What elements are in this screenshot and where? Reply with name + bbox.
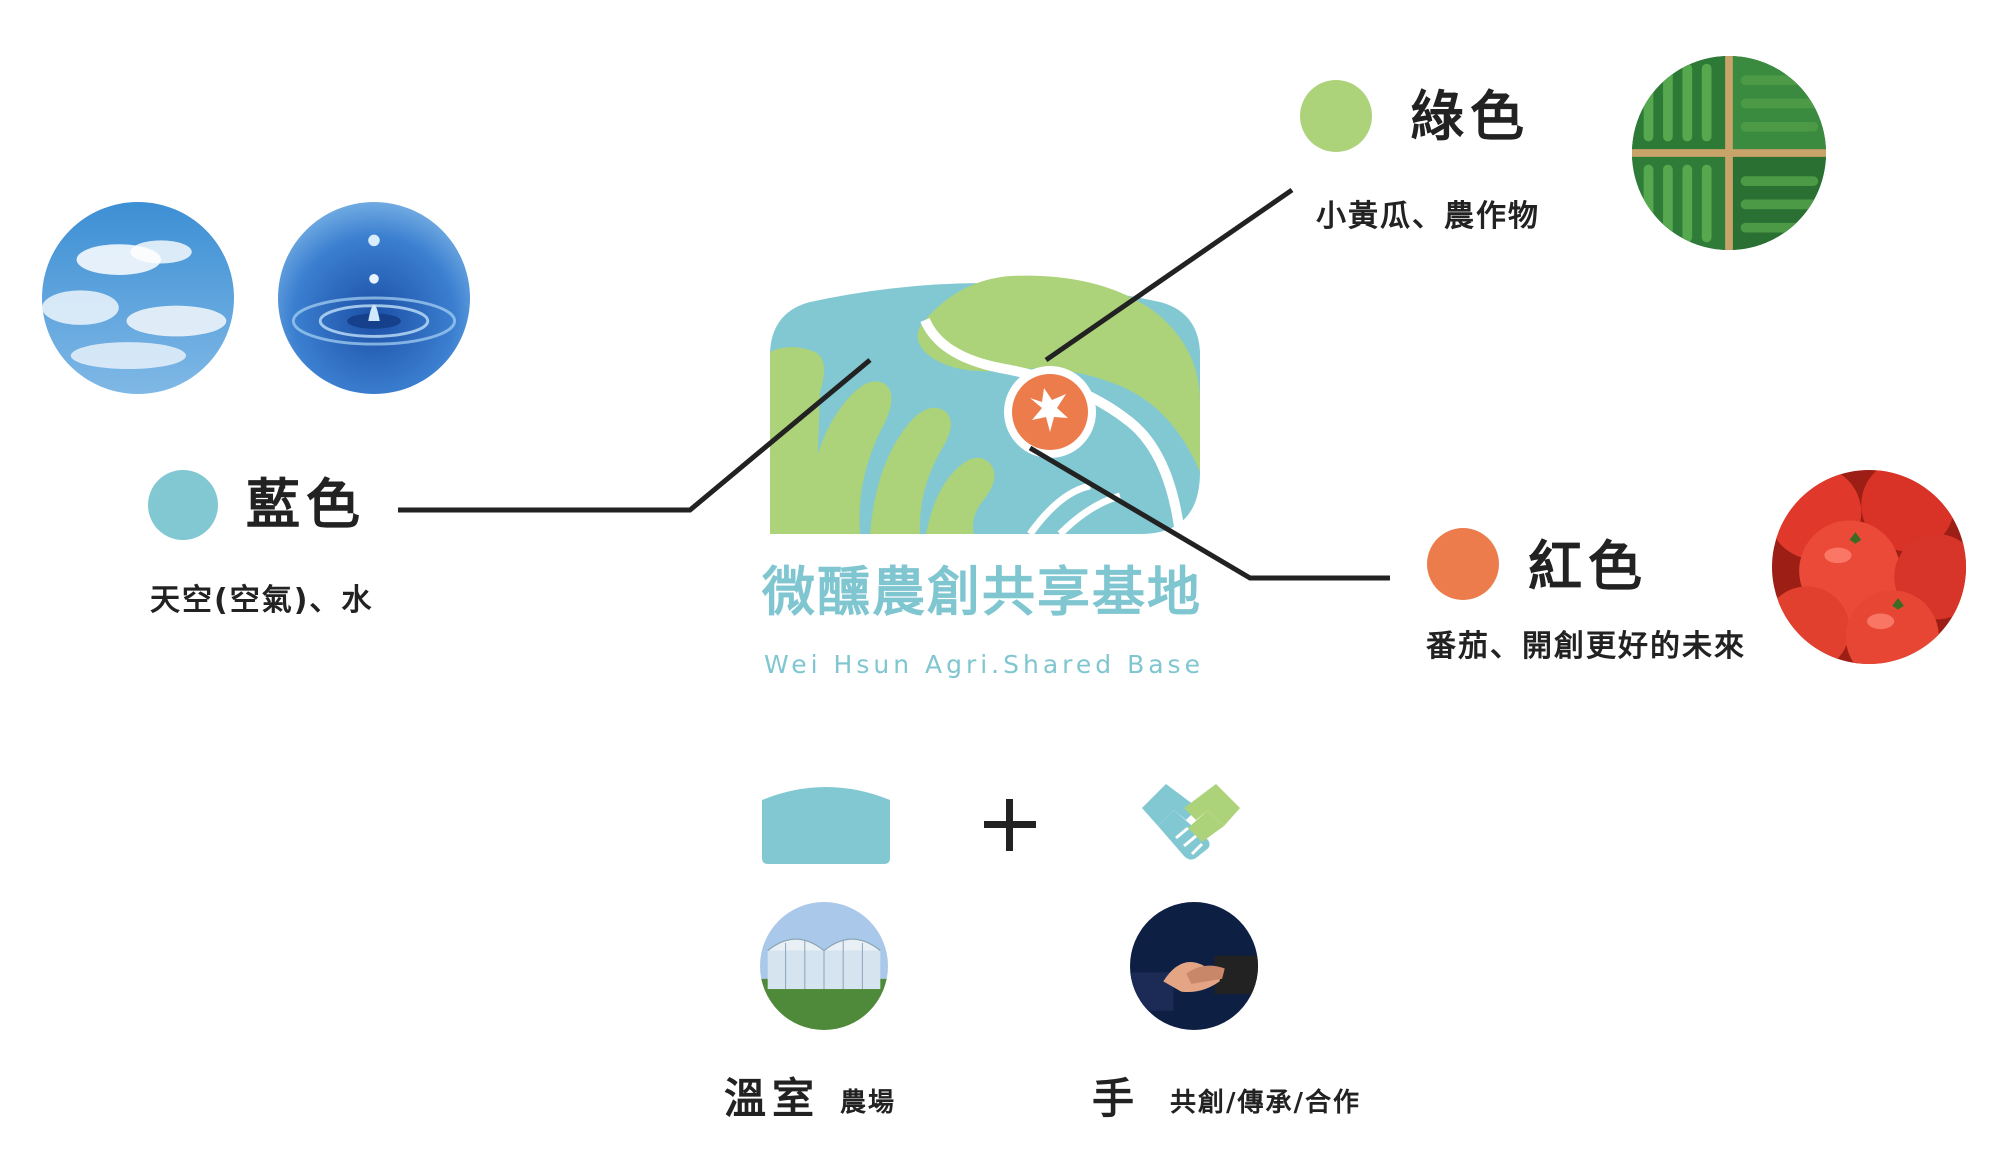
handshake-photo — [1130, 902, 1258, 1030]
red-title: 紅色 — [1528, 535, 1648, 598]
brand-name-cn: 微醺農創共享基地 — [762, 562, 1202, 623]
plus-sign — [980, 795, 1040, 855]
brand-name-en: Wei Hsun Agri.Shared Base — [764, 650, 1204, 679]
blue-title: 藍色 — [246, 473, 366, 536]
green-connector — [1044, 187, 1294, 363]
blue-connector — [398, 358, 872, 513]
greenhouse-sublabel: 農場 — [840, 1088, 897, 1118]
brand-logo — [770, 275, 1200, 537]
blue-color-dot — [148, 470, 218, 540]
red-connector — [1028, 445, 1390, 581]
red-color-dot — [1427, 528, 1499, 600]
red-description: 番茄、開創更好的未來 — [1426, 629, 1746, 664]
handshake-icon — [1142, 784, 1240, 860]
hand-sublabel: 共創/傳承/合作 — [1170, 1088, 1361, 1118]
sky-photo — [42, 202, 234, 394]
water-drop-photo — [278, 202, 470, 394]
green-title: 綠色 — [1410, 85, 1530, 148]
blue-description: 天空(空氣)、水 — [150, 583, 374, 618]
logo-green-hand-bottom — [770, 347, 824, 534]
greenhouse-shape-icon — [762, 787, 890, 864]
cucumber-photo — [1632, 56, 1826, 250]
logo-green-hand-top — [917, 275, 1200, 472]
hand-label: 手 — [1092, 1074, 1141, 1123]
green-color-dot — [1300, 80, 1372, 152]
green-description: 小黃瓜、農作物 — [1316, 199, 1540, 234]
greenhouse-label: 溫室 — [724, 1074, 821, 1123]
